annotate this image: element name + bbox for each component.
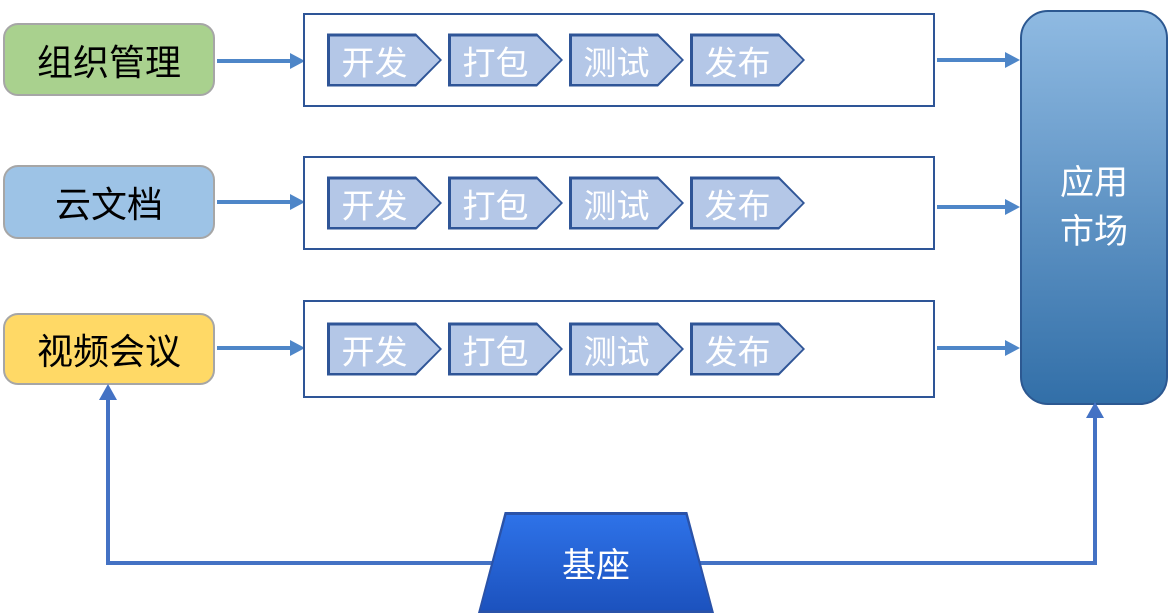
stage-develop: 开发 [327,177,442,230]
pipeline-row-3: 开发 打包 测试 发布 [303,300,935,398]
stage-develop: 开发 [327,34,442,87]
source-box-org-management: 组织管理 [3,23,215,96]
stage-label: 打包 [462,333,529,370]
app-market-label: 应用 市场 [1060,164,1128,251]
stage-package: 打包 [448,34,563,87]
stage-release: 发布 [690,323,805,376]
stage-label: 测试 [583,44,650,81]
stage-label: 发布 [704,187,771,224]
stage-package: 打包 [448,323,563,376]
source-box-cloud-docs: 云文档 [3,165,215,239]
stage-label: 测试 [583,333,650,370]
stage-test: 测试 [569,323,684,376]
base-connector-right-line [1093,414,1097,565]
pipeline-row-2: 开发 打包 测试 发布 [303,156,935,250]
stage-label: 开发 [341,333,408,370]
stage-package: 打包 [448,177,563,230]
stage-label: 发布 [704,333,771,370]
arrow-pipeline3-to-market-icon [937,339,1020,356]
app-market-box: 应用 市场 [1020,10,1168,405]
stage-test: 测试 [569,34,684,87]
arrow-pipeline1-to-market-icon [937,51,1020,68]
stage-label: 打包 [462,187,529,224]
source-box-video-meeting: 视频会议 [3,313,215,385]
arrow-pipeline2-to-market-icon [937,198,1020,215]
pipeline-row-1: 开发 打包 测试 发布 [303,13,935,107]
arrow-docs-to-pipeline-icon [217,193,305,210]
stage-label: 开发 [341,44,408,81]
stage-label: 打包 [462,44,529,81]
arrow-org-to-pipeline-icon [217,52,305,69]
base-platform-label: 基座 [562,547,630,585]
stage-release: 发布 [690,34,805,87]
stage-release: 发布 [690,177,805,230]
arrow-base-to-meeting-icon [99,384,117,400]
stage-test: 测试 [569,177,684,230]
base-connector-left-line [106,395,110,565]
stage-develop: 开发 [327,323,442,376]
arrow-meeting-to-pipeline-icon [217,339,305,356]
stage-label: 开发 [341,187,408,224]
stage-label: 发布 [704,44,771,81]
source-label: 组织管理 [36,41,181,83]
source-label: 视频会议 [36,331,181,372]
arrow-base-to-market-icon [1086,402,1104,418]
base-platform-trapezoid: 基座 [478,512,714,613]
stage-label: 测试 [583,187,650,224]
source-label: 云文档 [54,184,163,225]
